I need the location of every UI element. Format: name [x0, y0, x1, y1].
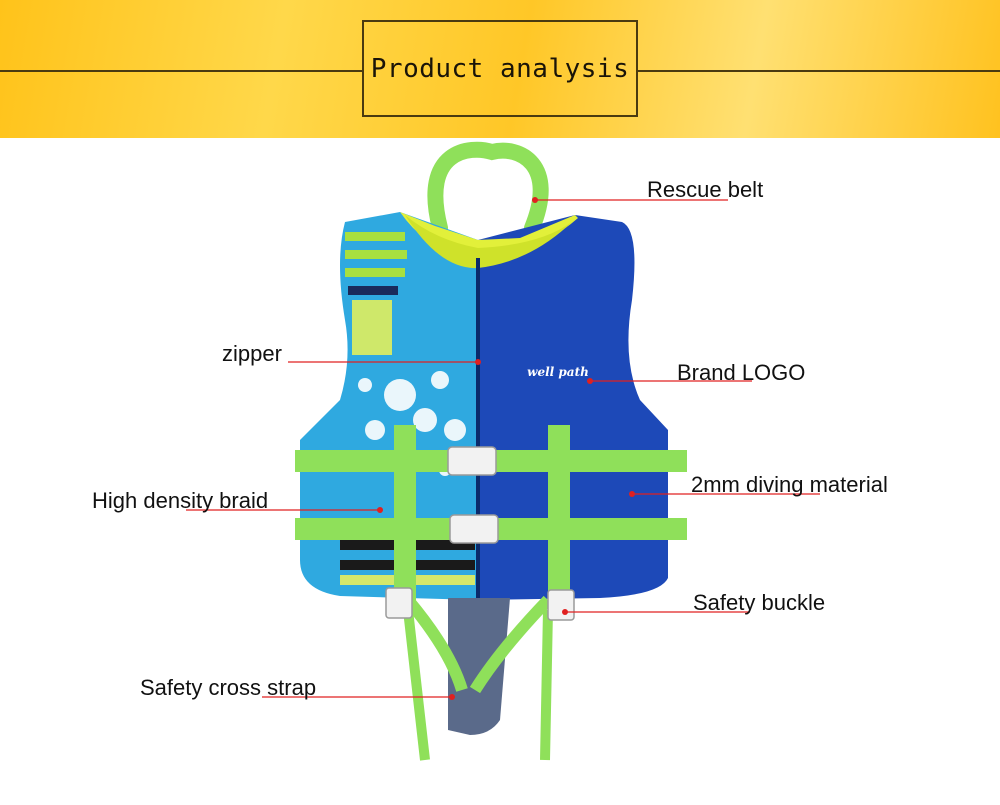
label-diving-material: 2mm diving material [691, 472, 888, 497]
vest-logo: well path [527, 365, 589, 379]
banner-title-box: Product analysis [362, 20, 638, 117]
banner-title: Product analysis [370, 53, 630, 84]
crotch-panel [448, 598, 510, 735]
label-safety-cross-strap: Safety cross strap [140, 675, 317, 700]
header-banner: Product analysis [0, 0, 1000, 138]
right-vertical-strap [548, 425, 570, 605]
label-rescue-belt: Rescue belt [647, 177, 764, 202]
vest-right-panel [478, 215, 668, 600]
label-zipper: zipper [222, 341, 282, 366]
callout-lines [186, 199, 820, 698]
label-brand-logo: Brand LOGO [677, 360, 806, 385]
left-shoulder-stripes [345, 232, 407, 355]
rescue-belt-handle [427, 141, 549, 236]
cross-strap [403, 595, 553, 694]
chest-buckles [385, 446, 575, 621]
callout-dots [377, 197, 635, 700]
banner-rule-left [0, 70, 362, 72]
left-vertical-strap [394, 425, 416, 605]
label-safety-buckle: Safety buckle [693, 590, 826, 615]
label-high-density-braid: High density braid [92, 488, 269, 513]
banner-rule-right [638, 70, 1000, 72]
